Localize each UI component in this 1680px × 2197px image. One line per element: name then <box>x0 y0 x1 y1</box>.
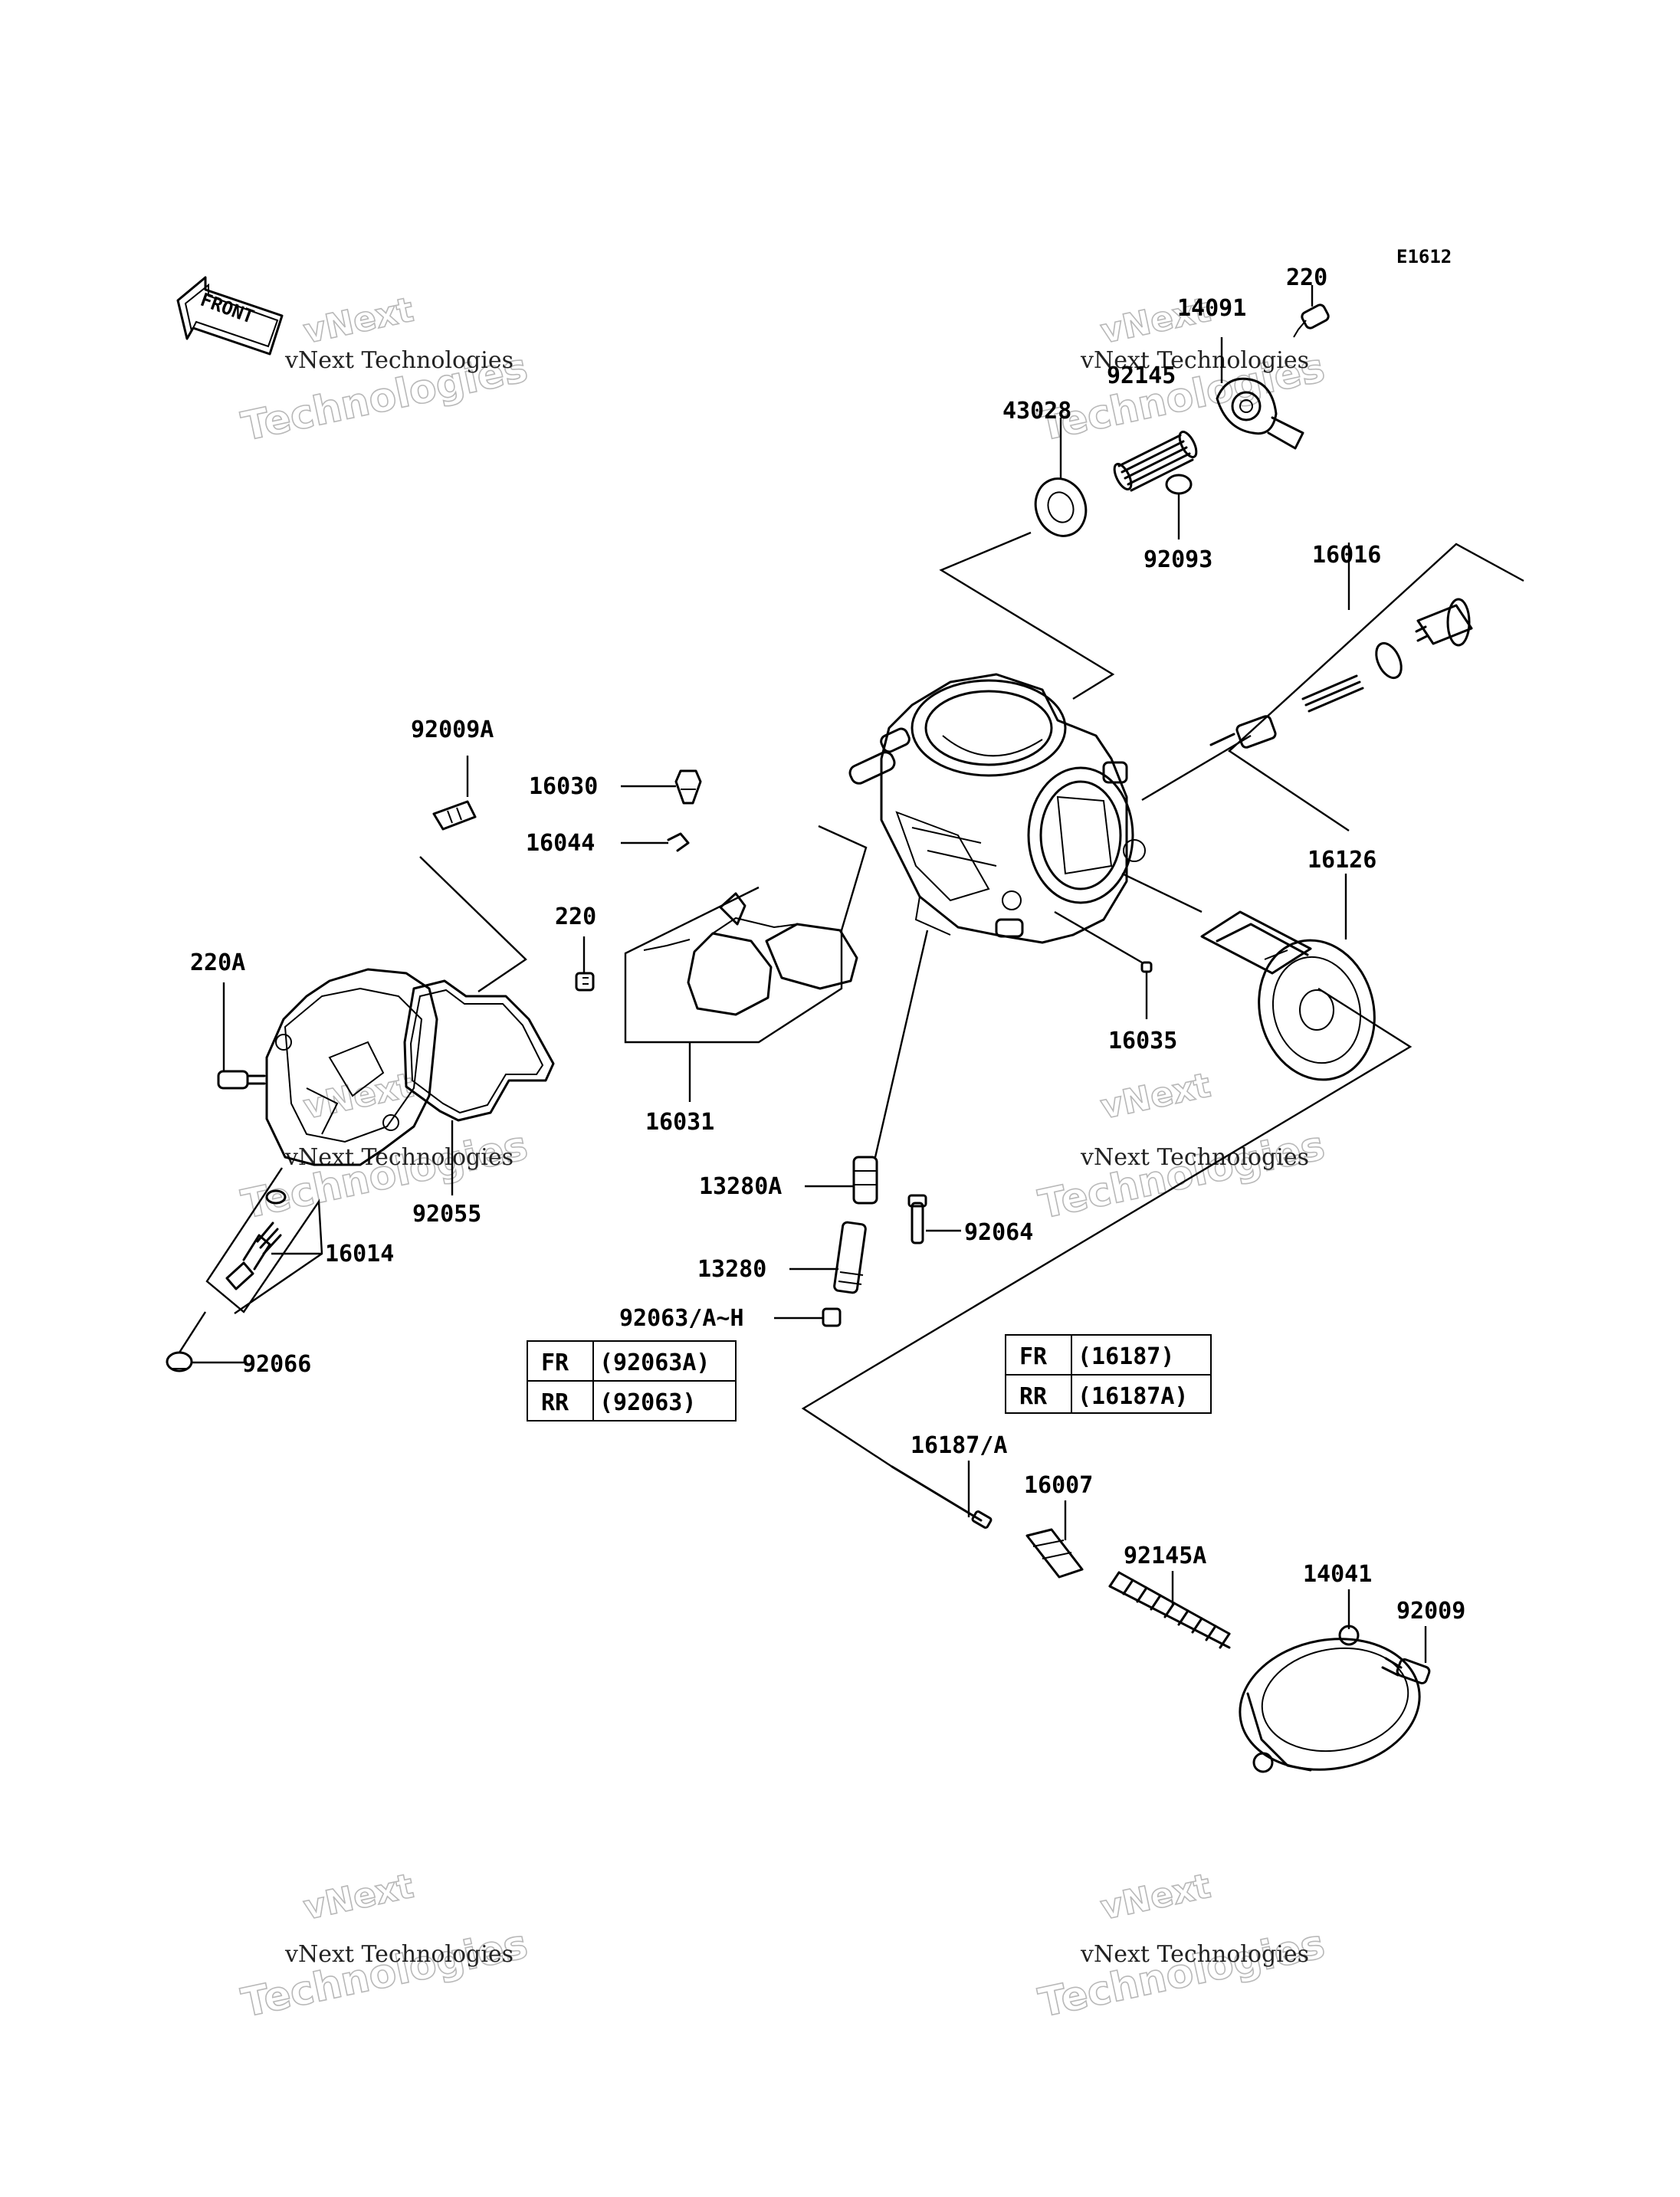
label-16014: 16014 <box>325 1241 394 1267</box>
watermark-top-left: vNext Technologies vNext Technologies <box>237 290 532 451</box>
svg-text:vNext: vNext <box>1098 1066 1214 1127</box>
needle-table: FR (16187) RR (16187A) <box>1005 1334 1212 1414</box>
float-16031 <box>575 892 858 1016</box>
clip-16044 <box>667 832 690 852</box>
label-92145: 92145 <box>1107 362 1176 389</box>
part-labels: 220 14091 92145 43028 92093 16016 92009A… <box>190 264 1465 1625</box>
pilot-screw-16016 <box>1209 598 1473 749</box>
svg-text:Technologies: Technologies <box>238 1921 531 2027</box>
watermark-bottom-left: vNext Technologies vNext Technologies <box>237 1866 532 2028</box>
svg-text:vNext Technologies: vNext Technologies <box>1080 1941 1309 1968</box>
needle-table-part-1: (16187A) <box>1078 1383 1189 1410</box>
cap-92066 <box>166 1351 193 1372</box>
front-direction-arrow: FRONT <box>176 276 284 356</box>
label-16007: 16007 <box>1024 1472 1093 1499</box>
svg-text:Technologies: Technologies <box>1035 1123 1328 1228</box>
label-92145A: 92145A <box>1124 1543 1206 1569</box>
label-92064: 92064 <box>964 1219 1033 1246</box>
label-43028: 43028 <box>1002 398 1071 425</box>
bolt-220-top <box>1293 303 1330 338</box>
svg-text:vNext: vNext <box>300 290 417 352</box>
label-16016: 16016 <box>1312 542 1381 569</box>
label-14091: 14091 <box>1177 295 1246 322</box>
label-92009A: 92009A <box>411 716 494 743</box>
carburetor-body <box>848 673 1146 944</box>
needle-table-pos-1: RR <box>1019 1383 1048 1410</box>
label-16030: 16030 <box>529 773 598 800</box>
needle-valve-16030 <box>674 769 702 805</box>
label-13280A: 13280A <box>699 1173 782 1200</box>
top-cover-14041 <box>1239 1625 1421 1773</box>
pilot-jet-92064 <box>907 1194 927 1244</box>
needle-jet-13280A <box>852 1156 878 1205</box>
diagram-code: E1612 <box>1396 246 1452 267</box>
label-92055: 92055 <box>412 1201 481 1228</box>
label-220-mid: 220 <box>555 903 596 930</box>
label-16031: 16031 <box>645 1109 714 1136</box>
vacuum-piston-16126 <box>1200 910 1376 1081</box>
jet-table-part-0: (92063A) <box>599 1349 710 1376</box>
label-92009: 92009 <box>1396 1598 1465 1625</box>
svg-text:vNext Technologies: vNext Technologies <box>1080 347 1309 374</box>
label-220-top: 220 <box>1286 264 1327 291</box>
jet-16035 <box>1140 961 1153 973</box>
spring-92145 <box>1113 431 1198 492</box>
label-92093: 92093 <box>1144 546 1212 573</box>
jet-table-pos-1: RR <box>541 1389 569 1416</box>
svg-text:vNext: vNext <box>300 1066 417 1127</box>
diaphragm-43028 <box>1034 477 1088 537</box>
holder-16007 <box>1025 1528 1084 1579</box>
jet-table: FR (92063A) RR (92063) <box>527 1340 737 1421</box>
jet-table-pos-0: FR <box>541 1349 569 1376</box>
svg-text:Technologies: Technologies <box>1035 1921 1328 2027</box>
cap-14091 <box>1216 377 1304 450</box>
svg-text:vNext Technologies: vNext Technologies <box>1080 1144 1309 1171</box>
leader-lines <box>178 285 1524 1663</box>
watermark-bottom-right: vNext Technologies vNext Technologies <box>1034 1866 1329 2028</box>
label-220A: 220A <box>190 949 245 976</box>
label-16126: 16126 <box>1308 847 1376 874</box>
o-ring-92093 <box>1165 474 1193 495</box>
main-jet-92063 <box>822 1307 842 1327</box>
float-bowl <box>265 968 438 1166</box>
label-92066: 92066 <box>242 1351 311 1378</box>
svg-text:vNext Technologies: vNext Technologies <box>284 1941 514 1968</box>
svg-text:vNext: vNext <box>300 1867 417 1928</box>
gasket-92055 <box>403 979 555 1122</box>
label-16044: 16044 <box>526 830 595 857</box>
jet-table-part-1: (92063) <box>599 1389 696 1416</box>
svg-text:vNext Technologies: vNext Technologies <box>284 347 514 374</box>
drain-screw-16014 <box>225 1189 287 1290</box>
spring-92145A <box>1108 1571 1231 1649</box>
pin-92009A <box>432 800 477 831</box>
svg-text:vNext: vNext <box>1098 1867 1214 1928</box>
jet-holder-13280 <box>833 1221 867 1294</box>
label-16035: 16035 <box>1108 1028 1177 1054</box>
needle-table-pos-0: FR <box>1019 1343 1048 1370</box>
jet-needle-16187 <box>891 1465 993 1529</box>
watermark-mid-right: vNext Technologies vNext Technologies <box>1034 1065 1329 1229</box>
label-14041: 14041 <box>1303 1561 1372 1588</box>
svg-text:Technologies: Technologies <box>238 1123 531 1228</box>
label-92063: 92063/A~H <box>619 1305 744 1332</box>
needle-table-part-0: (16187) <box>1078 1343 1174 1370</box>
label-16187: 16187/A <box>911 1432 1007 1459</box>
screw-92009 <box>1381 1657 1431 1684</box>
label-13280: 13280 <box>697 1256 766 1283</box>
front-label: FRONT <box>198 289 257 328</box>
screw-220A <box>217 1070 266 1090</box>
svg-text:vNext Technologies: vNext Technologies <box>284 1144 514 1171</box>
